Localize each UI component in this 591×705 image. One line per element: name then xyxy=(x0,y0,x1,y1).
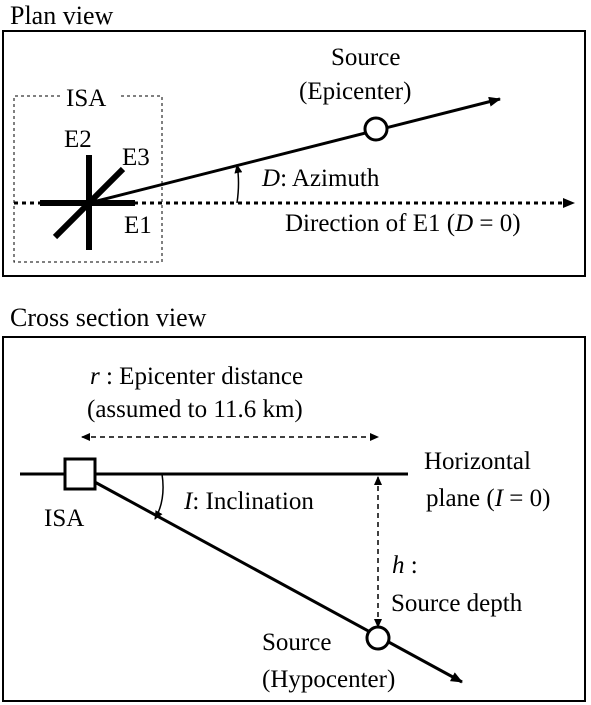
h-label: h : xyxy=(392,553,418,578)
horizontal-label-line2: plane (I = 0) xyxy=(426,486,550,511)
isa-square xyxy=(63,457,97,491)
direction-text: Direction of E1 ( xyxy=(285,210,456,237)
azimuth-label: D: Azimuth xyxy=(262,166,379,191)
hypocenter-circle xyxy=(365,625,391,651)
azimuth-text: : Azimuth xyxy=(280,165,380,192)
plan-view-title: Plan view xyxy=(10,1,114,30)
horizontal-text-a: plane ( xyxy=(426,485,495,512)
azimuth-arc xyxy=(234,164,243,204)
r-note: (assumed to 11.6 km) xyxy=(87,396,303,423)
hypocenter-line xyxy=(79,472,463,684)
h-symbol: h xyxy=(392,552,405,579)
horizontal-text-b: = 0) xyxy=(503,485,551,512)
plan-view-frame xyxy=(2,30,586,277)
isa-dashed-box xyxy=(13,95,163,263)
cross-section-frame xyxy=(2,336,586,702)
inclination-arc xyxy=(154,473,164,520)
isa-label: ISA xyxy=(64,85,109,112)
h-text: Source depth xyxy=(391,590,523,617)
horizontal-symbol: I xyxy=(494,485,504,512)
e3-label: E3 xyxy=(122,144,150,171)
epicenter-circle xyxy=(363,116,389,142)
inclination-symbol: I xyxy=(184,488,193,515)
e2-label: E2 xyxy=(64,126,92,153)
e1-label: E1 xyxy=(124,212,152,239)
epicenter-label-line1: Source xyxy=(331,44,401,71)
direction-eq: = 0) xyxy=(473,210,521,237)
hypocenter-label-line1: Source xyxy=(262,629,332,656)
azimuth-symbol: D xyxy=(262,165,281,192)
epicenter-line xyxy=(88,96,501,205)
inclination-label: I: Inclination xyxy=(184,489,314,514)
horizontal-label-line1: Horizontal xyxy=(424,448,531,475)
e1-direction-label: Direction of E1 (D = 0) xyxy=(283,211,523,236)
cross-section-title: Cross section view xyxy=(10,303,207,332)
hypocenter-label-line2: (Hypocenter) xyxy=(262,666,398,693)
epicenter-label-line2: (Epicenter) xyxy=(299,78,412,105)
h-colon: : xyxy=(404,552,418,579)
r-text: : Epicenter distance xyxy=(99,363,304,390)
inclination-text: : Inclination xyxy=(192,488,314,515)
cross-isa-label: ISA xyxy=(44,505,85,532)
r-symbol: r xyxy=(90,363,100,390)
direction-symbol: D xyxy=(455,210,474,237)
r-label: r : Epicenter distance xyxy=(90,364,303,389)
